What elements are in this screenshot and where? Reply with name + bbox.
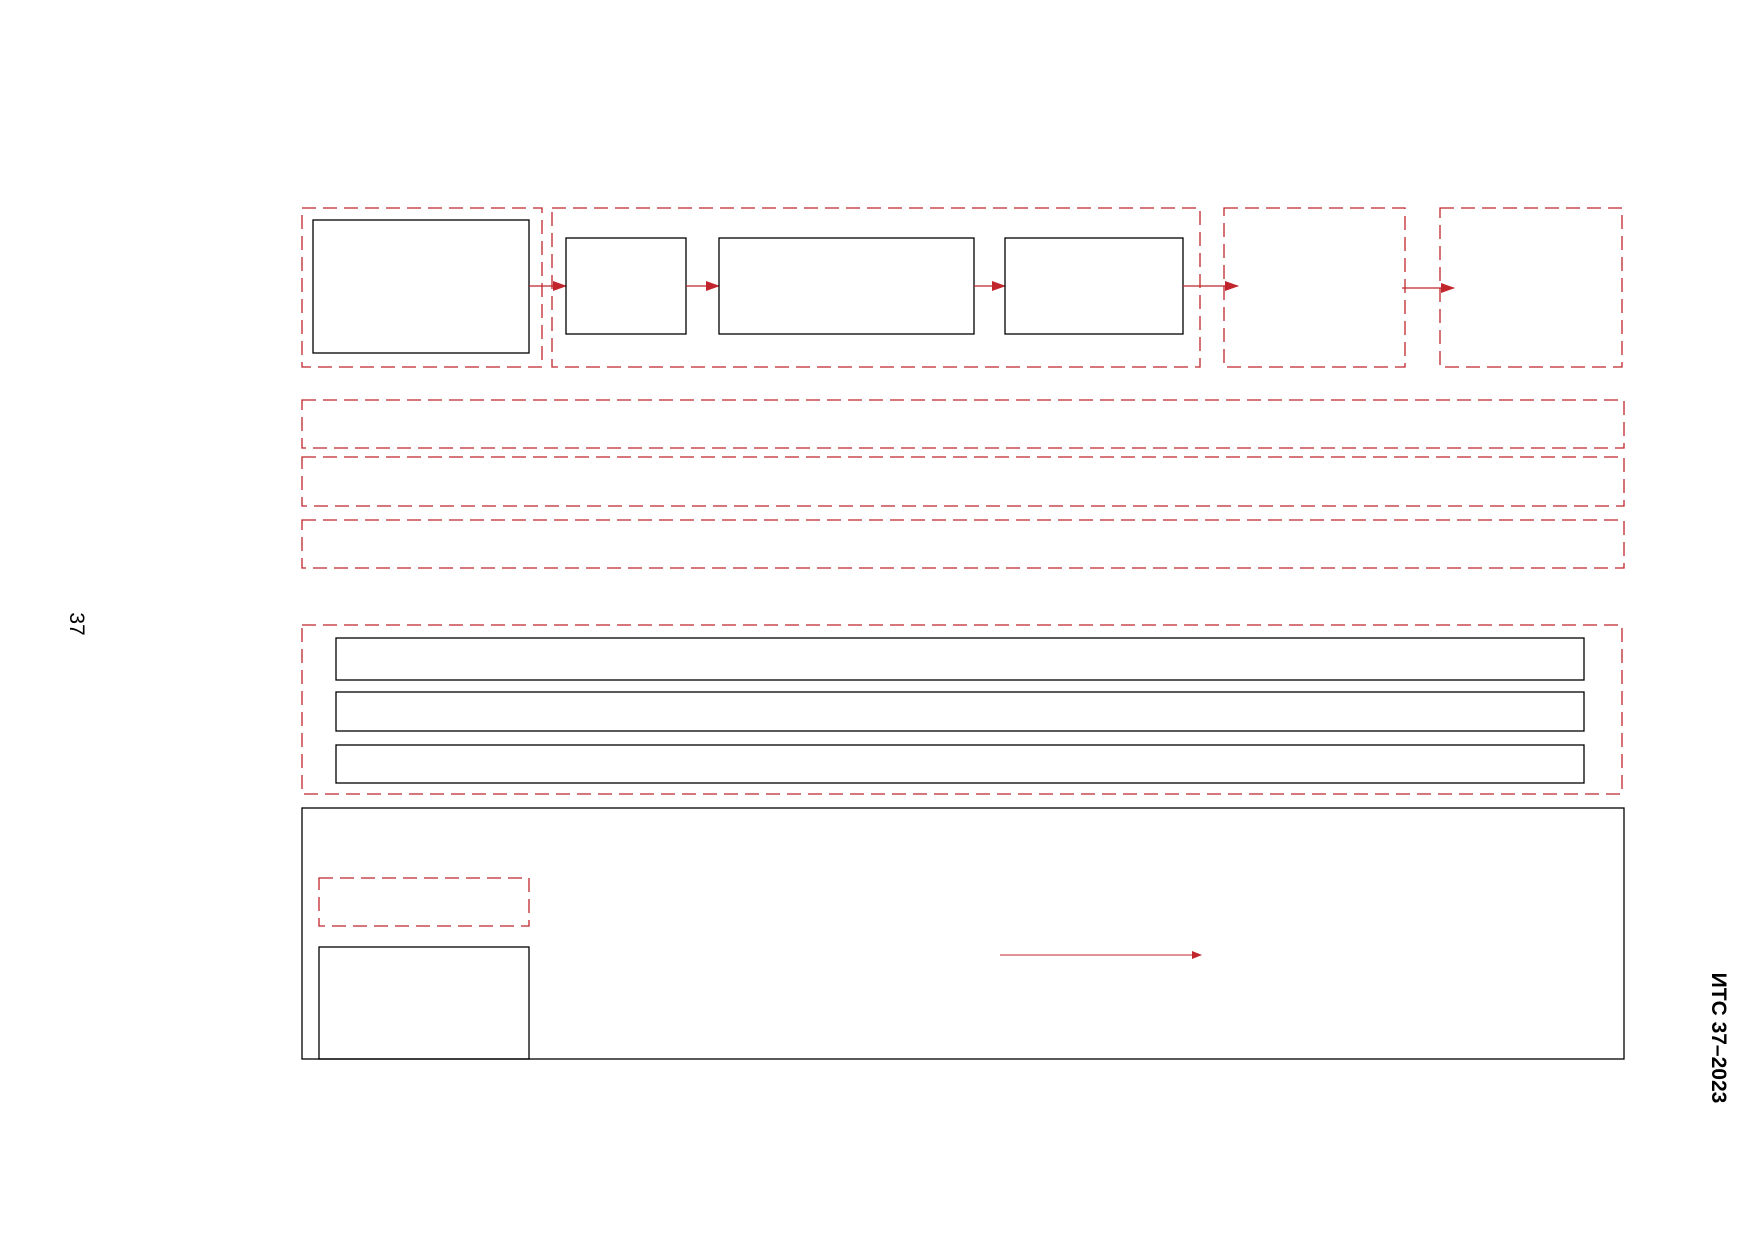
dashed-band-2 [301,456,1625,507]
dashed-group-2 [551,207,1201,368]
dashed-group-4 [1439,207,1623,368]
dashed-bands [301,399,1625,569]
page-number: 37 [65,612,88,636]
process-box-4 [1004,237,1184,335]
top-flow-row [301,207,1623,368]
process-box-3 [718,237,975,335]
document-code: ИТС 37–2023 [1707,972,1730,1104]
bottom-panel [301,807,1625,1060]
dashed-group-3 [1223,207,1406,368]
dashed-band-1 [301,399,1625,449]
solid-bar-1 [335,637,1585,681]
process-box-2 [565,237,687,335]
dashed-group-1 [301,207,543,368]
dashed-container [301,624,1623,795]
inner-dashed-box [318,877,530,927]
nested-bars-group [301,624,1623,795]
dashed-band-3 [301,519,1625,569]
solid-bar-3 [335,744,1585,784]
inner-solid-box [318,946,530,1060]
solid-bar-2 [335,691,1585,732]
process-box-1 [312,219,530,354]
outer-solid-frame [301,807,1625,1060]
